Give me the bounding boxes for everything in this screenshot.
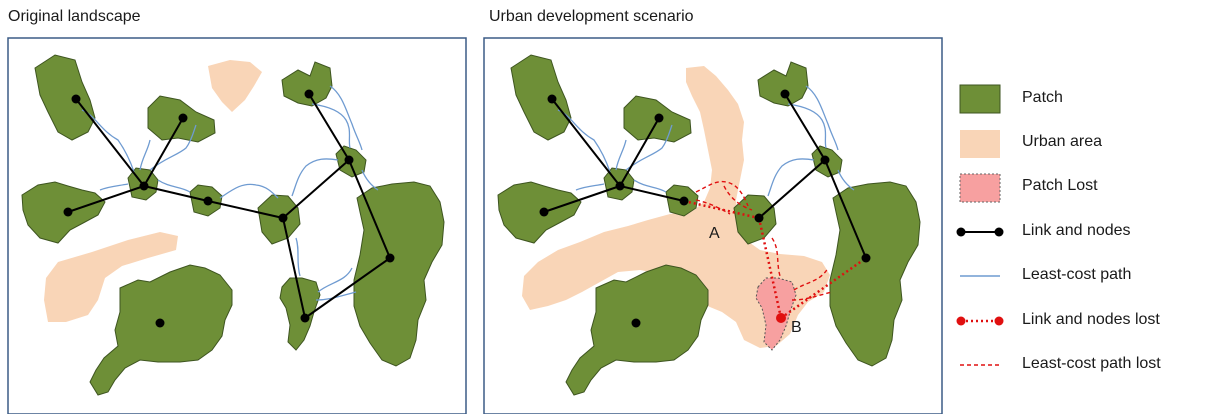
label-a: A [709,225,720,242]
nodes [539,89,871,328]
right-panel: A B [483,37,943,414]
links [543,93,867,259]
right-panel-frame [483,37,943,414]
legend [956,84,1004,366]
least-cost-paths [557,85,855,197]
right-panel-title: Urban development scenario [489,8,694,25]
legend-label-link-nodes: Link and nodes [1022,222,1131,239]
legend-label-least-cost-path: Least-cost path [1022,266,1132,283]
links [67,93,391,319]
legend-label-link-nodes-lost: Link and nodes lost [1022,311,1160,328]
label-b: B [791,319,802,336]
nodes [63,89,395,328]
legend-label-patch-lost: Patch Lost [1022,177,1098,194]
legend-label-urban-area: Urban area [1022,133,1103,150]
node-lost [776,313,786,323]
link-nodes-icon [956,227,1004,237]
left-panel [7,37,467,414]
urban-swatch [960,130,1000,158]
urban-area [522,66,830,348]
link-nodes-lost-icon [956,316,1004,326]
patch-lost-swatch [959,173,1001,203]
patch-lost [755,277,797,351]
legend-label-least-cost-path-lost: Least-cost path lost [1022,355,1161,372]
patch-swatch [959,84,1001,114]
links-lost [683,199,867,320]
left-panel-title: Original landscape [8,8,141,25]
urban-area [208,60,262,112]
left-panel-frame [7,37,467,414]
urban-area [44,232,178,322]
least-cost-paths-lost [695,180,833,301]
legend-label-patch: Patch [1022,89,1063,106]
